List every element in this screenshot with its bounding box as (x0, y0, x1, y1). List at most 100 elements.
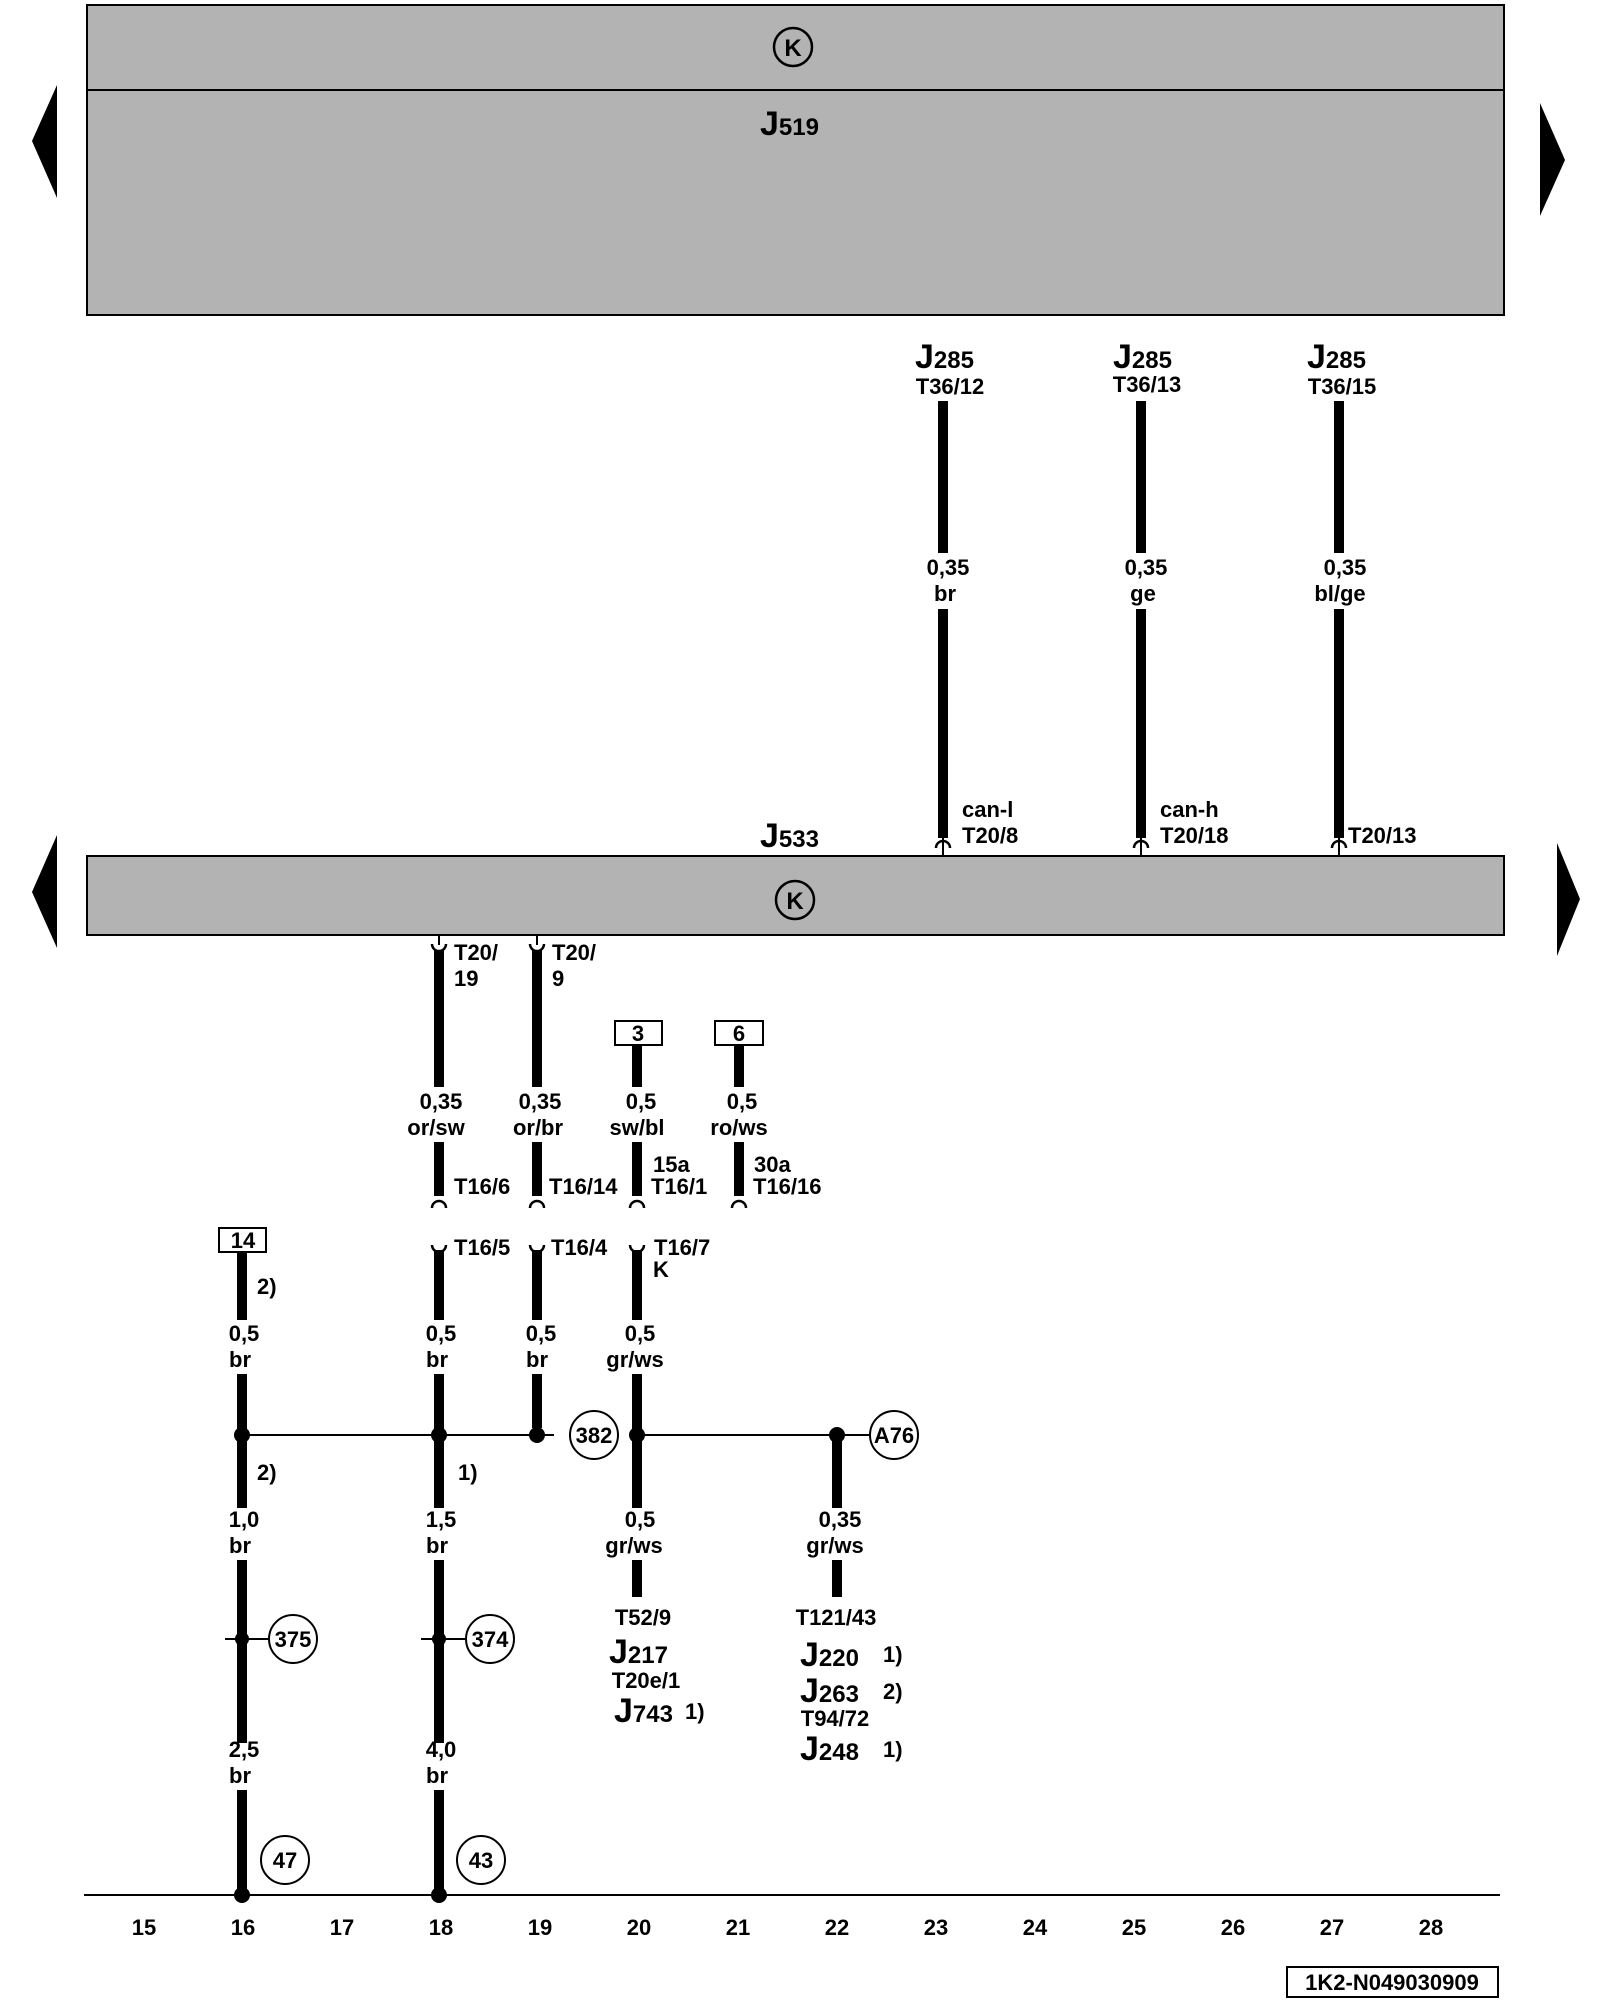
wire-15a: 3 0,5 sw/bl 15a T16/1 (609, 1020, 707, 1209)
ground-ref-a76[interactable]: A76 (845, 1410, 919, 1460)
wire-size: 4,0 (426, 1737, 457, 1762)
destination-pin: T121/43 (796, 1605, 877, 1630)
destination-module: J217 (609, 1633, 668, 1671)
footnote-ref: 1) (458, 1460, 478, 1485)
wire-col19: T16/4 0,5 br (526, 1235, 608, 1428)
wire-col16-upper: 14 2) 0,5 br (218, 1227, 277, 1435)
wire-col16-lower: 2) 1,0 br 375 2,5 br 47 (225, 1435, 318, 1903)
wire-30a: 6 0,5 ro/ws 30a T16/16 (710, 1020, 822, 1209)
wire-size: 0,35 (819, 1507, 862, 1532)
wire-size: 0,5 (625, 1507, 656, 1532)
connector-pin: T36/12 (916, 374, 985, 399)
wire-connector: T16/6 (454, 1174, 510, 1199)
wire-signal: can-l (962, 797, 1013, 822)
wire-t20-9: T20/ 9 0,35 or/br T16/14 (513, 935, 618, 1209)
prev-page-arrow-icon[interactable] (32, 835, 57, 948)
wire-size: 0,35 (420, 1089, 463, 1114)
ground-ref-374[interactable] (465, 1614, 515, 1664)
junction-dot (529, 1427, 545, 1443)
wire-connector: T16/7 (654, 1235, 710, 1260)
wire-color: br (426, 1533, 448, 1558)
destination-module: J220 (800, 1636, 859, 1674)
wire-color: sw/bl (609, 1115, 664, 1140)
wire-signal: can-h (1160, 797, 1219, 822)
ground-ref-43[interactable] (456, 1835, 506, 1885)
wire-size: 0,5 (626, 1089, 657, 1114)
wire-col18-lower: 1) 1,5 br 374 4,0 br 43 (421, 1435, 515, 1903)
wire-connector: T16/1 (651, 1174, 707, 1199)
ground-ref-382[interactable]: 382 (545, 1410, 619, 1460)
wire-connector: T16/16 (753, 1174, 822, 1199)
ground-ref-43-label: 43 (469, 1848, 493, 1873)
wire-color: bl/ge (1314, 581, 1365, 606)
ground-ref-375[interactable] (268, 1614, 318, 1664)
wire-pin: T20/8 (962, 823, 1018, 848)
destination-pin: T94/72 (801, 1706, 870, 1731)
footnote-ref: 1) (883, 1642, 903, 1667)
column-number: 23 (924, 1915, 948, 1940)
svg-text:K: K (784, 35, 802, 62)
wire-color: br (526, 1347, 548, 1372)
next-page-arrow-icon[interactable] (1540, 103, 1565, 216)
wire-size: 0,35 (1324, 555, 1367, 580)
ground-ref-375-label: 375 (275, 1627, 312, 1652)
column-number: 26 (1221, 1915, 1245, 1940)
can-bus-icon: K (772, 26, 814, 68)
wire-size: 0,5 (526, 1321, 557, 1346)
footnote-ref: 1) (685, 1699, 705, 1724)
wire-col20-lower: 0,5 gr/ws T52/9 J217 T20e/1 J743 1) (605, 1435, 705, 1730)
wire-size: 0,35 (519, 1089, 562, 1114)
column-number: 24 (1023, 1915, 1048, 1940)
module-j533: K J533 (86, 817, 1505, 936)
wire-color: or/sw (407, 1115, 465, 1140)
column-number: 25 (1122, 1915, 1146, 1940)
wire-color: ge (1130, 581, 1156, 606)
ground-ref-47-label: 47 (273, 1848, 297, 1873)
ground-ref-47[interactable] (260, 1835, 310, 1885)
wire-color: br (426, 1763, 448, 1788)
connector-pin: T36/15 (1308, 374, 1377, 399)
wire-size: 0,5 (426, 1321, 457, 1346)
footnote-ref: 1) (883, 1737, 903, 1762)
footnote-ref: 2) (883, 1679, 903, 1704)
wire-pin: T20/ (552, 940, 596, 965)
column-number: 21 (726, 1915, 750, 1940)
wire-color: gr/ws (606, 1347, 663, 1372)
reference-box: 14 (231, 1228, 256, 1253)
wire-color: br (426, 1347, 448, 1372)
connector-name: J285 (1307, 338, 1366, 376)
wire-pin: 9 (552, 966, 564, 991)
wire-size: 0,5 (229, 1321, 260, 1346)
wire-connector: T16/14 (549, 1174, 618, 1199)
destination-module: J743 (614, 1692, 673, 1730)
wire-size: 2,5 (229, 1737, 260, 1762)
wire-connector: T16/5 (454, 1235, 510, 1260)
column-number: 15 (132, 1915, 156, 1940)
wire-color: gr/ws (806, 1533, 863, 1558)
svg-text:K: K (786, 888, 804, 915)
column-number: 16 (231, 1915, 255, 1940)
module-j533-label: J533 (760, 817, 819, 855)
column-number: 27 (1320, 1915, 1344, 1940)
footnote-ref: 2) (257, 1274, 277, 1299)
wire-color: or/br (513, 1115, 564, 1140)
wire-color: br (229, 1347, 251, 1372)
connector-pin: T36/13 (1113, 372, 1182, 397)
destination-module: J263 (800, 1672, 859, 1710)
svg-text:1K2-N049030909: 1K2-N049030909 (1305, 1970, 1479, 1995)
wire-color: br (229, 1533, 251, 1558)
next-page-arrow-icon[interactable] (1557, 843, 1580, 956)
wire-size: 1,5 (426, 1507, 457, 1532)
wire-pin: T20/18 (1160, 823, 1229, 848)
wire-pin: T20/13 (1348, 823, 1417, 848)
column-number: 22 (825, 1915, 849, 1940)
prev-page-arrow-icon[interactable] (32, 85, 57, 198)
wire-pin: 19 (454, 966, 478, 991)
column-number: 17 (330, 1915, 354, 1940)
destination-pin: T20e/1 (612, 1668, 681, 1693)
wire-connector: T16/4 (551, 1235, 608, 1260)
module-j519-label: J519 (760, 105, 819, 143)
wire-color: gr/ws (605, 1533, 662, 1558)
column-number: 18 (429, 1915, 453, 1940)
